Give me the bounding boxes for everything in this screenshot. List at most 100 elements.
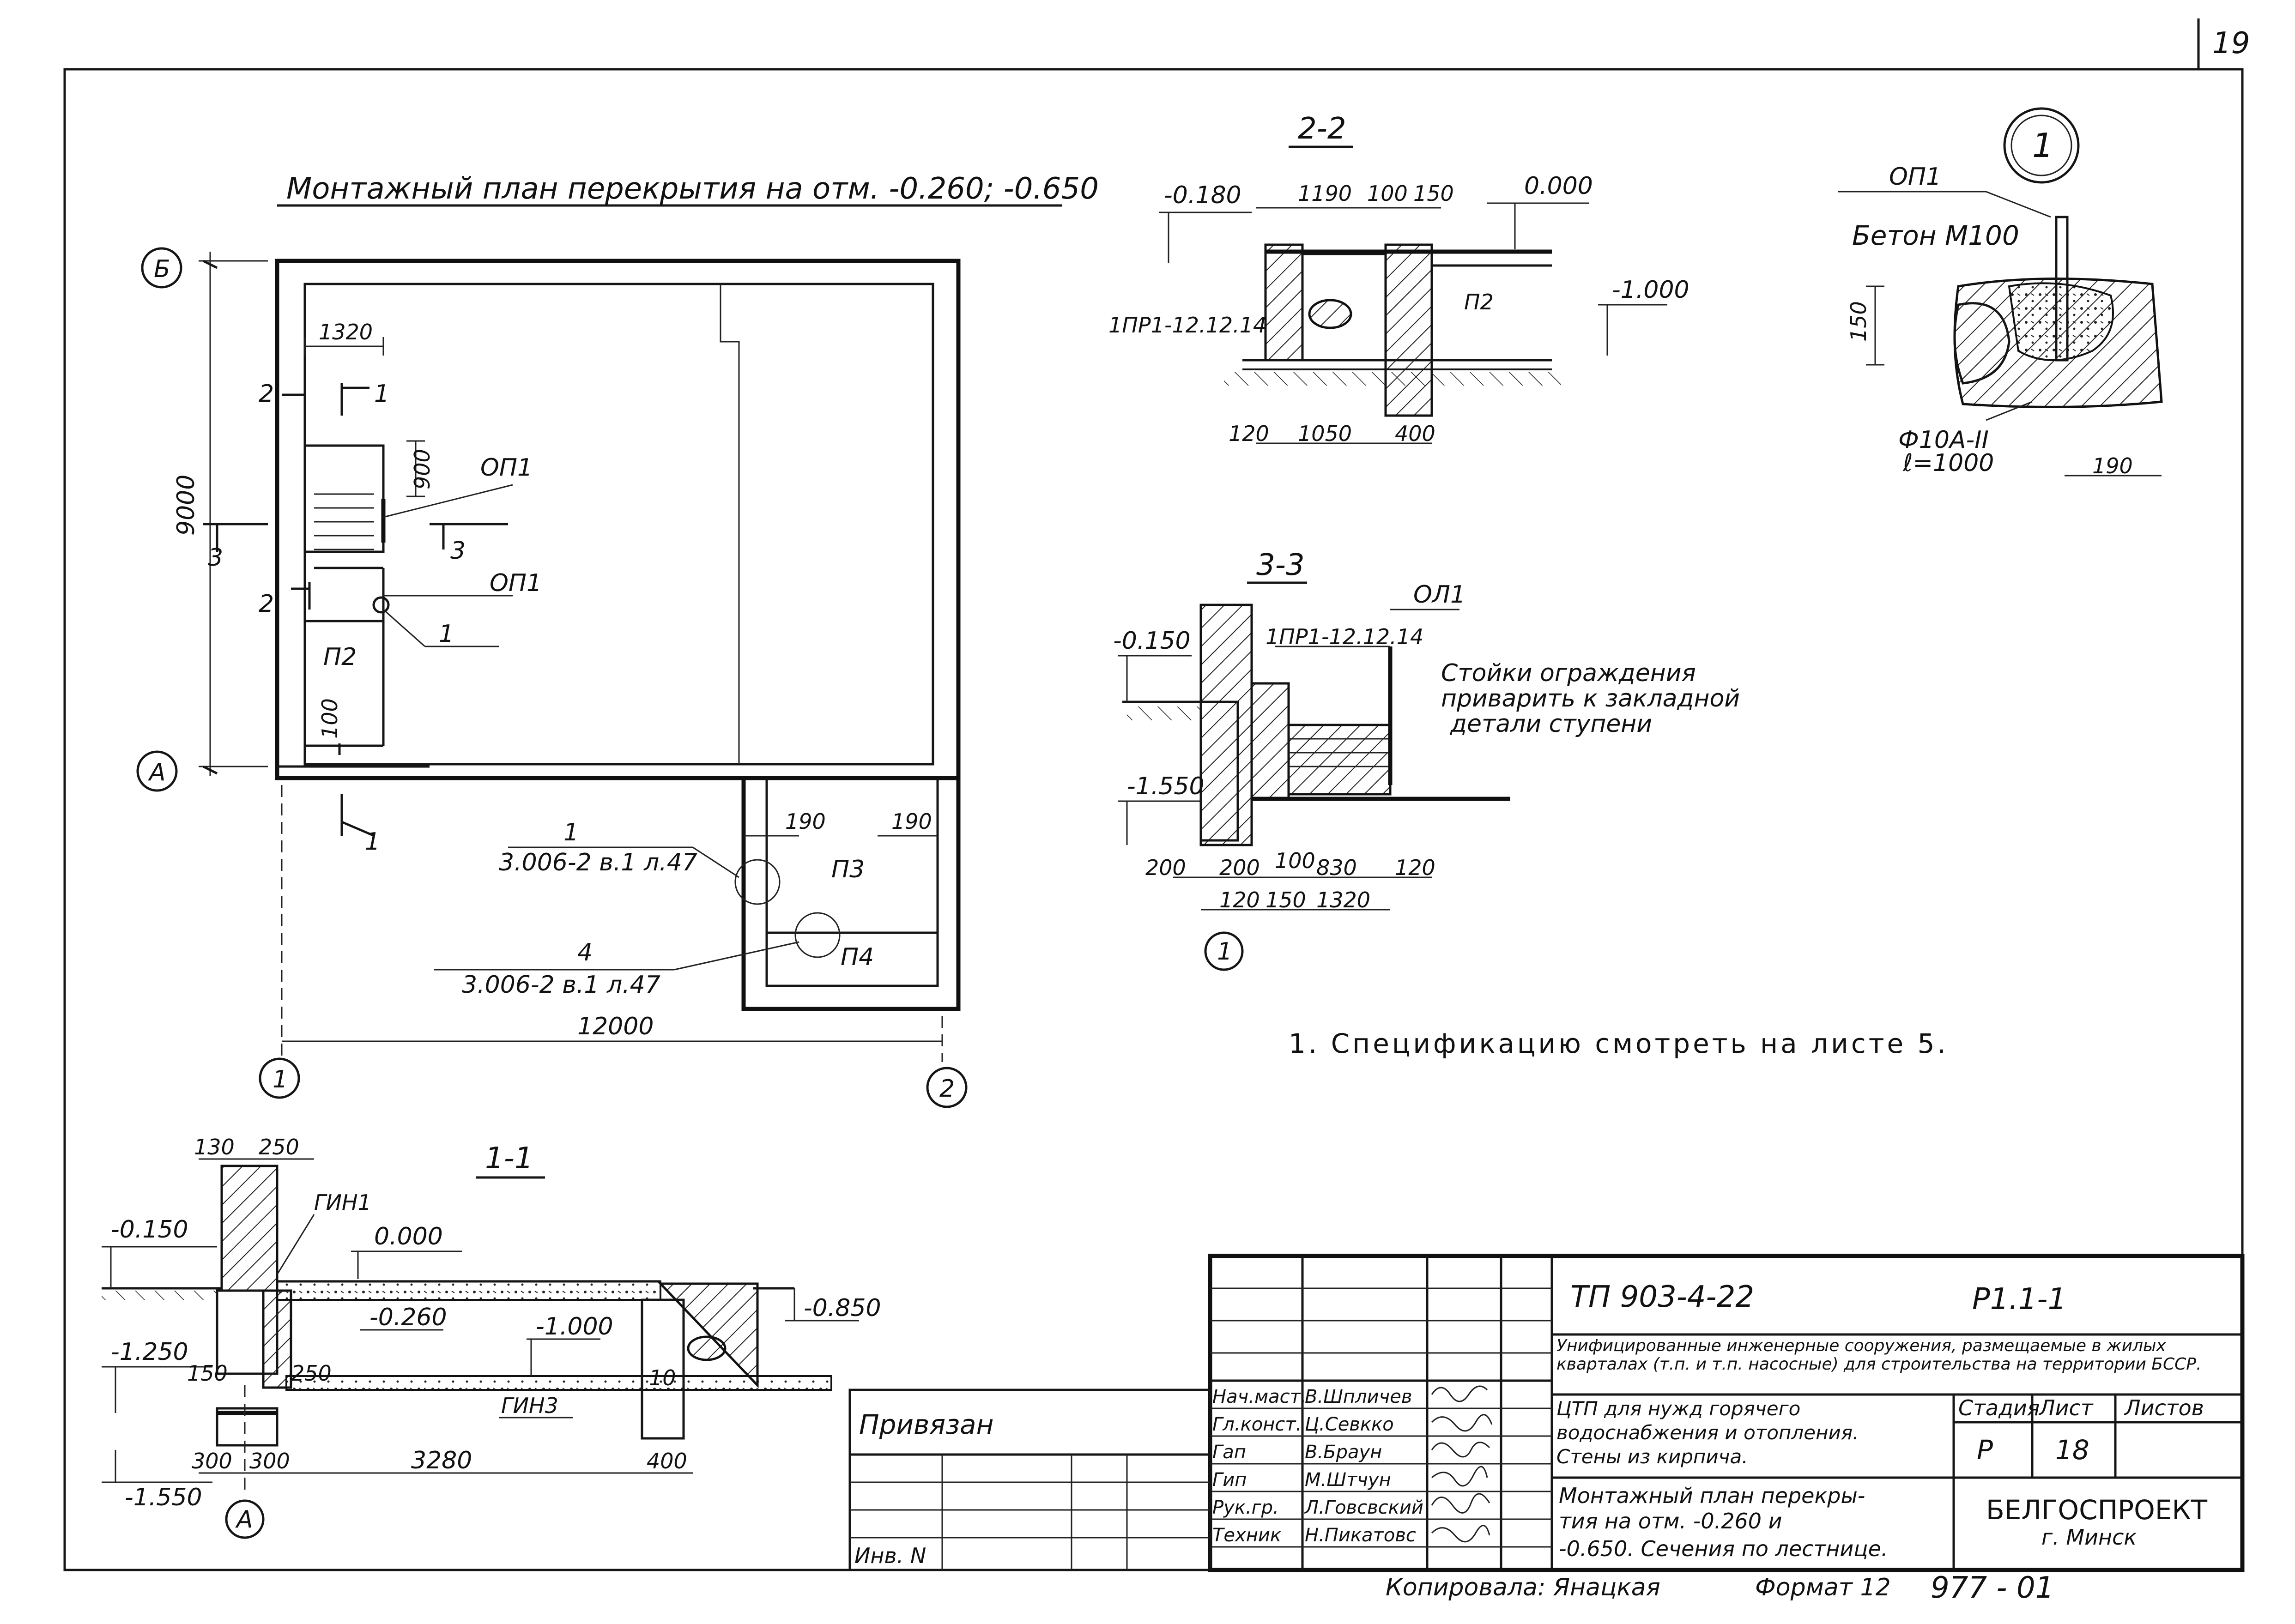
s11-dim-250: 250 <box>291 1361 332 1386</box>
s22-dim-100: 100 <box>1367 181 1408 206</box>
s11-lvl-m1000: -1.000 <box>536 1313 613 1340</box>
s11-dim-130: 130 <box>194 1135 235 1159</box>
s33-lvl-top: -0.150 <box>1113 627 1191 655</box>
s33-dim-1320: 1320 <box>1316 887 1370 912</box>
node-1-rebar-1: Ф10А-II <box>1898 426 1989 454</box>
node-1-label: 1 <box>2032 126 2053 165</box>
name-1: Ц.Севкко <box>1305 1414 1394 1435</box>
s11-mark-gin3: ГИН3 <box>501 1393 558 1418</box>
node-1-drawing <box>1838 107 2163 477</box>
node-1-rebar-2: ℓ=1000 <box>1902 449 1994 477</box>
plan-dim-12000: 12000 <box>577 1013 654 1040</box>
s11-dim-250-top: 250 <box>259 1135 299 1159</box>
s33-dim-200b: 200 <box>1219 855 1260 880</box>
plan-mark-p2: П2 <box>323 643 357 671</box>
plan-ref-4-num: 4 <box>577 939 593 966</box>
s11-axis-a: А <box>235 1506 253 1533</box>
name-3: М.Штчун <box>1305 1469 1391 1491</box>
plan-ref-1-text: 3.006-2 в.1 л.47 <box>499 849 697 876</box>
name-2: В.Браун <box>1305 1442 1382 1463</box>
signatures <box>1431 1385 1493 1543</box>
col-sheet: Лист <box>2038 1395 2094 1420</box>
plan-ref-1-num: 1 <box>563 819 579 846</box>
s22-mark-p2: П2 <box>1464 290 1494 314</box>
structure-line-2: Стены из кирпича. <box>1556 1445 1748 1468</box>
s11-dim-300b: 300 <box>249 1449 290 1473</box>
plan-dim-1320: 1320 <box>319 320 373 344</box>
s22-dim-120: 120 <box>1229 421 1269 446</box>
s22-dim-1190: 1190 <box>1298 181 1352 206</box>
corner-number: 19 <box>2212 26 2250 60</box>
s33-dim-120b: 120 <box>1219 887 1260 912</box>
plan-ref-4-text: 3.006-2 в.1 л.47 <box>462 971 660 999</box>
plan-cut-3-left: 3 <box>208 544 223 572</box>
name-0: В.Шпличев <box>1305 1386 1412 1407</box>
name-5: Н.Пикатовс <box>1305 1525 1416 1546</box>
s22-dim-400: 400 <box>1395 421 1435 446</box>
s11-lvl-m1550: -1.550 <box>125 1484 202 1511</box>
s33-callout: 1 <box>1217 938 1232 966</box>
plan-callout-1: 1 <box>439 620 454 648</box>
description-box: Унифицированные инженерные сооружения, р… <box>1556 1337 2201 1374</box>
plan-dim-100: 100 <box>317 698 342 739</box>
structure-line-1: ЦТП для нужд горячего водоснабжения и от… <box>1556 1397 1859 1444</box>
s33-note-line3: детали ступени <box>1450 710 1652 738</box>
col-sheets: Листов <box>2124 1395 2204 1420</box>
axis-b-label: Б <box>154 255 170 283</box>
org-name: БЕЛГОСПРОЕКТ <box>1986 1494 2208 1526</box>
axis-2-label: 2 <box>939 1075 955 1103</box>
s33-dim-120a: 120 <box>1395 855 1435 880</box>
s22-lvl-top-right: 0.000 <box>1524 172 1593 200</box>
node-1-mark-op1: ОП1 <box>1889 163 1941 191</box>
role-3: Гип <box>1212 1469 1247 1491</box>
node-1-dim-190: 190 <box>2092 453 2133 478</box>
s11-lvl-m1250: -1.250 <box>111 1338 188 1366</box>
s11-dim-400: 400 <box>647 1449 687 1473</box>
plan-dim-9000: 9000 <box>172 475 200 536</box>
s33-note-line2: приварить к закладной <box>1441 685 1740 712</box>
s22-lvl-right: -1.000 <box>1612 276 1689 304</box>
org-city: г. Минск <box>2041 1525 2137 1550</box>
node-1-concrete: Бетон М100 <box>1852 220 2019 251</box>
s33-dim-830: 830 <box>1316 855 1357 880</box>
role-1: Гл.конст. <box>1212 1414 1302 1435</box>
section-3-3-title: 3-3 <box>1256 548 1305 582</box>
axis-1-label: 1 <box>272 1066 288 1093</box>
axis-a-label: А <box>148 759 166 786</box>
plan-mark-op1-b: ОП1 <box>490 569 542 597</box>
stamp-number: 977 - 01 <box>1931 1571 2054 1605</box>
plan-title: Монтажный план перекрытия на отм. -0.260… <box>286 172 1099 206</box>
privyazan-label: Привязан <box>859 1409 994 1440</box>
plan-dim-900: 900 <box>410 449 435 489</box>
section-1-1-drawing <box>102 1158 859 1539</box>
s11-dim-300a: 300 <box>192 1449 232 1473</box>
s11-lvl-m0260: -0.260 <box>369 1304 447 1331</box>
sheet-value: 18 <box>2055 1434 2089 1466</box>
s22-dim-150: 150 <box>1413 181 1454 206</box>
plan-cut-3-right: 3 <box>450 537 466 565</box>
section-1-1-title: 1-1 <box>485 1141 533 1176</box>
s33-lvl-bottom: -1.550 <box>1127 773 1205 800</box>
plan-mark-p3: П3 <box>831 856 865 883</box>
s33-dim-200a: 200 <box>1145 855 1186 880</box>
spec-note: 1. Спецификацию смотреть на листе 5. <box>1289 1028 1949 1059</box>
s11-lvl-m0150: -0.150 <box>111 1216 188 1244</box>
plan-cut-2-mid: 2 <box>259 590 274 618</box>
plan-cut-2-top: 2 <box>259 380 274 408</box>
name-4: Л.Говсвский <box>1304 1497 1423 1518</box>
s11-dim-3280: 3280 <box>411 1447 472 1474</box>
plan-mark-p4: П4 <box>841 943 874 971</box>
s33-mark-ol1: ОЛ1 <box>1413 581 1465 609</box>
node-1-dim-150: 150 <box>1846 301 1871 342</box>
s33-dim-150: 150 <box>1266 887 1306 912</box>
structure-box: ЦТП для нужд горячего водоснабжения и от… <box>1556 1397 1859 1468</box>
section-2-2-drawing <box>1159 202 1667 444</box>
role-5: Техник <box>1212 1525 1281 1546</box>
s33-mark-1pr1: 1ПР1-12.12.14 <box>1266 624 1423 649</box>
plan-dim-190-left: 190 <box>785 809 826 834</box>
copied-by: Копировала: Янацкая <box>1386 1574 1660 1601</box>
sheet-code: Р1.1-1 <box>1972 1282 2066 1316</box>
sheet-title-1: Монтажный план перекры- <box>1559 1483 1865 1508</box>
s11-mark-gin1: ГИН1 <box>314 1190 371 1215</box>
